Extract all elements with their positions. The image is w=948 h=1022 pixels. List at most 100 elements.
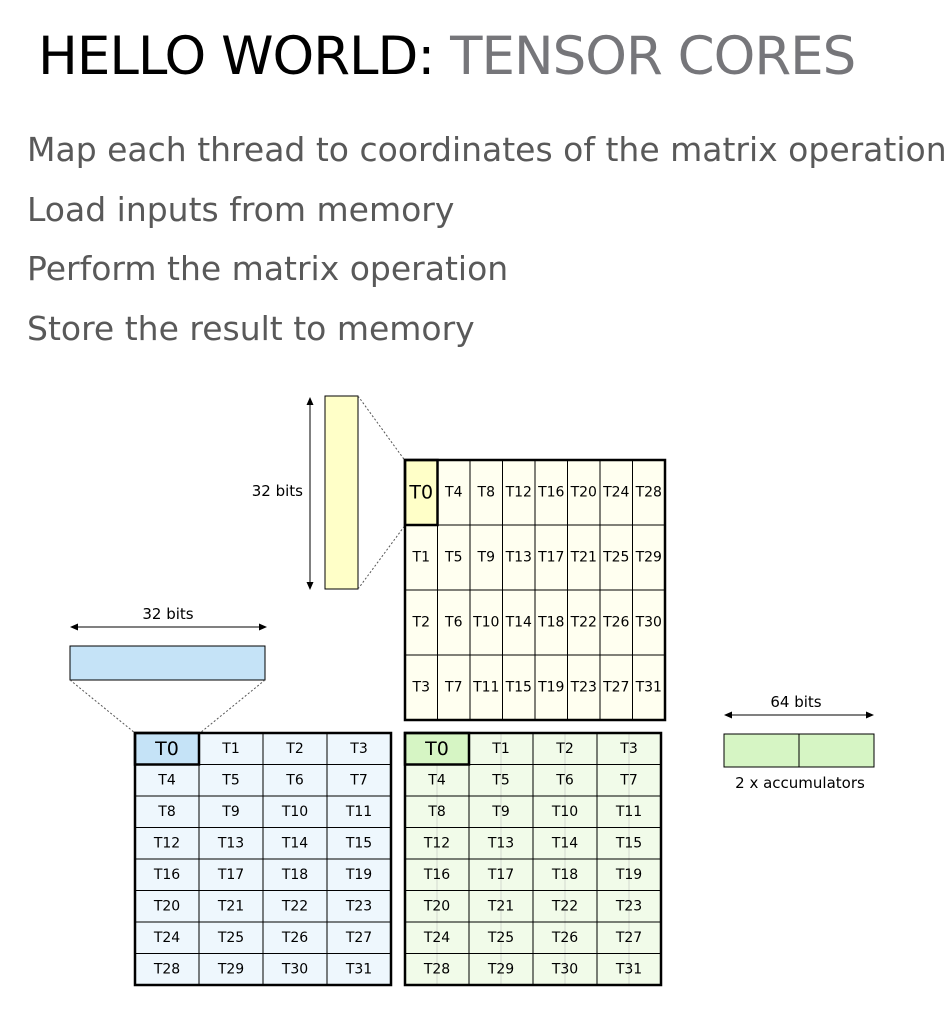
matrix-a-cell-label: T25	[217, 930, 244, 946]
a-fragment-zoom-line-right	[199, 679, 266, 734]
matrix-c-cell-label: T3	[619, 741, 637, 757]
matrix-a-cell-label: T4	[157, 772, 176, 788]
matrix-c-cell-label: T5	[491, 772, 509, 788]
a-fragment-group: 32 bits	[69, 605, 267, 734]
matrix-c-cell-label: T19	[615, 867, 642, 883]
matrix-a-cell-label: T20	[153, 898, 180, 914]
matrix-a-cell-label: T18	[281, 867, 308, 883]
matrix-a-cell-label: T8	[157, 804, 175, 820]
matrix-c-cell-label: T30	[551, 961, 578, 977]
bullet-load-inputs: Load inputs from memory	[27, 190, 455, 229]
matrix-c-cell-label: T25	[487, 930, 514, 946]
a-fragment-register	[69, 645, 266, 681]
matrix-b-cell-label: T24	[602, 485, 629, 501]
matrix-b-cell-label: T2	[412, 615, 430, 631]
matrix-c-cell-label: T14	[551, 835, 578, 851]
matrix-c-cell-label: T17	[487, 867, 514, 883]
matrix-c-cell-label: T26	[551, 930, 578, 946]
matrix-b-cell-label: T11	[472, 680, 499, 696]
matrix-a-cell-label: T19	[345, 867, 372, 883]
bullet-map-threads: Map each thread to coordinates of the ma…	[27, 130, 947, 169]
matrix-c-cell-label: T23	[615, 898, 642, 914]
matrix-a-cell-label: T22	[281, 898, 308, 914]
matrix-b-cell-label: T6	[444, 615, 463, 631]
matrix-b-cell-label: T1	[412, 550, 430, 566]
matrix-b-cell-label: T27	[602, 680, 629, 696]
matrix-a-cell-label: T0	[154, 738, 179, 760]
accumulator-group: 64 bits 2 x accumulators	[723, 693, 875, 792]
b-fragment-register	[324, 395, 359, 590]
b-fragment-group: 32 bits	[252, 395, 407, 590]
matrix-c-cell-label: T11	[615, 804, 642, 820]
matrix-a-cell-label: T21	[217, 898, 244, 914]
b-fragment-bits-label: 32 bits	[252, 482, 303, 500]
matrix-c-cell-label: T22	[551, 898, 578, 914]
matrix-c-cell-label: T0	[424, 738, 449, 760]
matrix-a-cell-label: T11	[345, 804, 372, 820]
matrix-c-cell-label: T10	[551, 804, 578, 820]
matrix-a-cell-label: T12	[153, 835, 180, 851]
matrix-c-cell-label: T8	[427, 804, 445, 820]
matrix-b-border	[403, 458, 667, 722]
matrix-b-t0-highlight	[403, 458, 439, 527]
matrix-a-border	[133, 731, 393, 987]
matrix-b-cell-label: T21	[570, 550, 597, 566]
matrix-a-cell-label: T13	[217, 835, 244, 851]
matrix-c-t0-highlight	[403, 731, 471, 766]
matrix-b-cell-label: T30	[635, 615, 662, 631]
matrix-a-cell-label: T23	[345, 898, 372, 914]
matrix-b-cell-label: T26	[602, 615, 629, 631]
matrix-c-cell-label: T28	[423, 961, 450, 977]
b-fragment-zoom-line-bottom	[357, 523, 407, 590]
bullet-perform-operation: Perform the matrix operation	[27, 249, 509, 288]
matrix-c-cell-label: T16	[423, 867, 450, 883]
matrix-b-cell-label: T19	[537, 680, 564, 696]
a-fragment-zoom-line-left	[69, 679, 136, 734]
matrix-b-cell-label: T20	[570, 485, 597, 501]
matrix-c-cell-label: T24	[423, 930, 450, 946]
matrix-b-cell-label: T18	[537, 615, 564, 631]
matrix-c-border	[403, 731, 663, 987]
matrix-b-cell-label: T14	[505, 615, 532, 631]
matrix-b-cell-label: T23	[570, 680, 597, 696]
matrix-a-cell-label: T6	[285, 772, 304, 788]
matrix-b-cell-label: T0	[408, 482, 433, 504]
slide-title: HELLO WORLD: TENSOR CORES	[38, 22, 856, 92]
matrix-a-cell-label: T17	[217, 867, 244, 883]
matrix-b-cell-label: T5	[444, 550, 462, 566]
title-suffix: TENSOR CORES	[450, 26, 856, 87]
matrix-b-cell-label: T10	[472, 615, 499, 631]
matrix-c-cell-label: T21	[487, 898, 514, 914]
matrix-a-cell-label: T24	[153, 930, 180, 946]
matrix-c-cell-label: T1	[491, 741, 509, 757]
matrix-a-cell-label: T7	[349, 772, 367, 788]
matrix-a-cell-label: T31	[345, 961, 372, 977]
matrix-b-cell-label: T13	[505, 550, 532, 566]
matrix-c-cell-label: T29	[487, 961, 514, 977]
matrix-a-cell-label: T3	[349, 741, 367, 757]
matrix-a-cell-label: T10	[281, 804, 308, 820]
matrix-b-cell-label: T15	[505, 680, 532, 696]
matrix-a-cell-label: T28	[153, 961, 180, 977]
matrix-b-cell-label: T9	[477, 550, 495, 566]
b-fragment-zoom-line-top	[357, 395, 407, 463]
matrix-b-cell-label: T28	[635, 485, 662, 501]
title-prefix: HELLO WORLD:	[38, 26, 435, 87]
matrix-a-cell-label: T26	[281, 930, 308, 946]
matrix-c-cell-label: T31	[615, 961, 642, 977]
matrix-a-cell-label: T5	[221, 772, 239, 788]
matrix-c-cell-label: T27	[615, 930, 642, 946]
matrix-b-cell-label: T8	[477, 485, 495, 501]
matrix-b-cell-label: T4	[444, 485, 463, 501]
matrix-c-cell-label: T7	[619, 772, 637, 788]
matrix-c-cell-label: T12	[423, 835, 450, 851]
matrix-b-cell-label: T22	[570, 615, 597, 631]
matrix-b-cell-label: T25	[602, 550, 629, 566]
matrix-b-cell-label: T29	[635, 550, 662, 566]
matrix-a-cell-label: T29	[217, 961, 244, 977]
matrix-c-cell-label: T13	[487, 835, 514, 851]
